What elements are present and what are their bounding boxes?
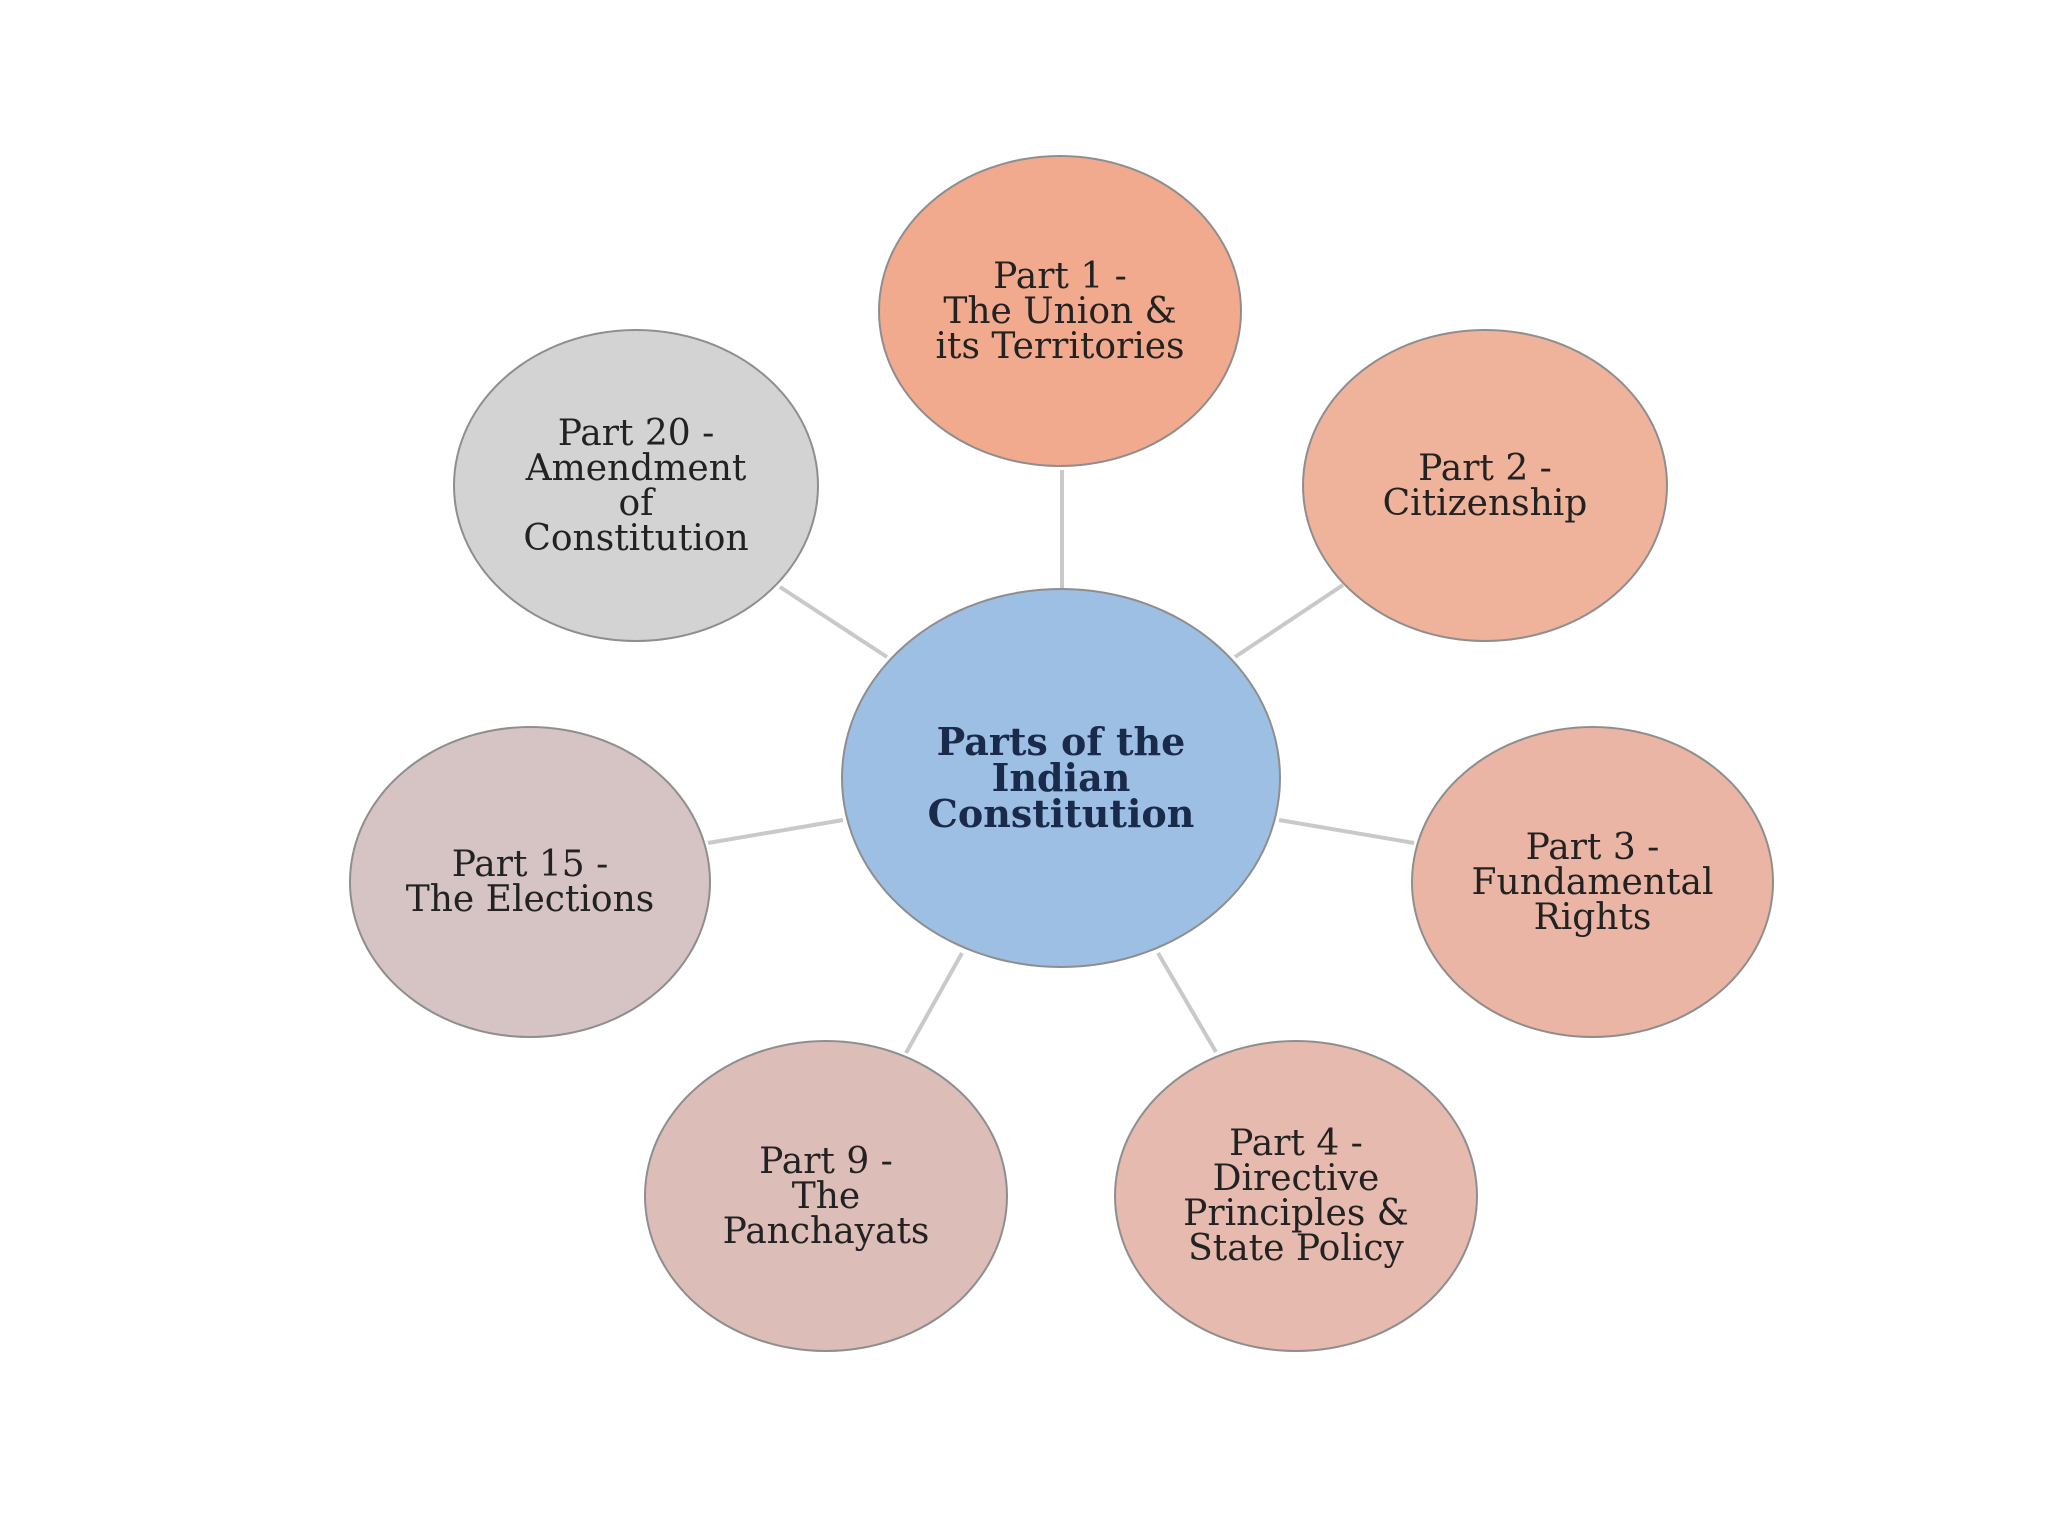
node-part-1: Part 1 - The Union & its Territories (878, 155, 1242, 467)
node-part-9-label: Part 9 - The Panchayats (722, 1140, 930, 1252)
node-part-3: Part 3 - Fundamental Rights (1411, 726, 1774, 1038)
node-part-20: Part 20 - Amendment of Constitution (453, 329, 819, 642)
connector-part9 (904, 952, 964, 1054)
node-part-15-label: Part 15 - The Elections (405, 844, 655, 920)
node-part-9: Part 9 - The Panchayats (644, 1040, 1008, 1352)
connector-part3 (1278, 818, 1415, 845)
node-part-1-label: Part 1 - The Union & its Territories (935, 255, 1185, 367)
node-part-15: Part 15 - The Elections (349, 726, 711, 1038)
connector-part15 (707, 818, 844, 845)
node-part-2: Part 2 - Citizenship (1302, 329, 1668, 642)
node-part-4-label: Part 4 - Directive Principles & State Po… (1183, 1123, 1409, 1269)
center-node: Parts of the Indian Constitution (841, 588, 1281, 968)
node-part-3-label: Part 3 - Fundamental Rights (1471, 826, 1714, 938)
connector-part4 (1156, 951, 1218, 1054)
center-node-label: Parts of the Indian Constitution (927, 719, 1195, 836)
connector-part2 (1233, 583, 1345, 659)
node-part-20-label: Part 20 - Amendment of Constitution (523, 412, 749, 559)
node-part-2-label: Part 2 - Citizenship (1382, 447, 1588, 524)
node-part-4: Part 4 - Directive Principles & State Po… (1114, 1040, 1478, 1352)
connector-part20 (778, 585, 889, 659)
